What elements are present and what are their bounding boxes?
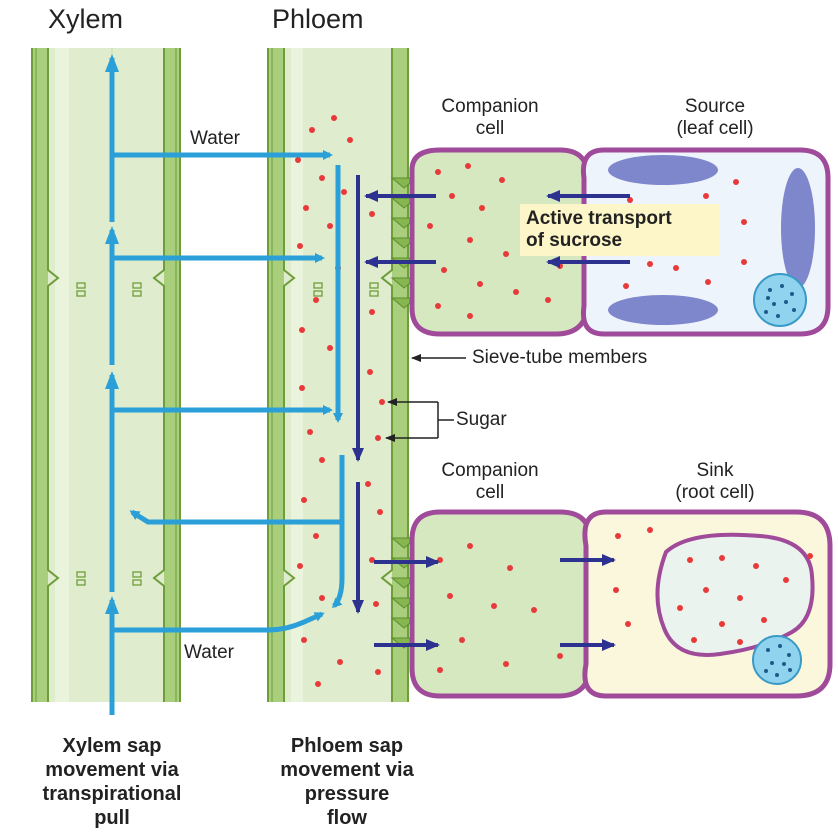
sieve-tube-label: Sieve-tube members xyxy=(472,347,647,369)
companion-cell-top-label: Companion cell xyxy=(420,96,560,140)
water-label-top: Water xyxy=(190,128,240,150)
phloem-caption: Phloem sap movement via pressure flow xyxy=(262,734,432,830)
xylem-vessel xyxy=(32,48,180,702)
phloem-title: Phloem xyxy=(272,4,364,35)
water-label-bottom: Water xyxy=(184,642,234,664)
active-transport-label: Active transport of sucrose xyxy=(526,208,672,252)
companion-cell-bottom-label: Companion cell xyxy=(420,460,560,504)
xylem-title: Xylem xyxy=(48,4,123,35)
source-label: Source (leaf cell) xyxy=(640,96,790,140)
nucleus-icon xyxy=(754,274,806,326)
phloem-sieve-tube xyxy=(268,48,416,702)
xylem-caption: Xylem sap movement via transpirational p… xyxy=(22,734,202,830)
sink-label: Sink (root cell) xyxy=(640,460,790,504)
sugar-label: Sugar xyxy=(456,409,507,431)
nucleus-icon xyxy=(753,636,801,684)
